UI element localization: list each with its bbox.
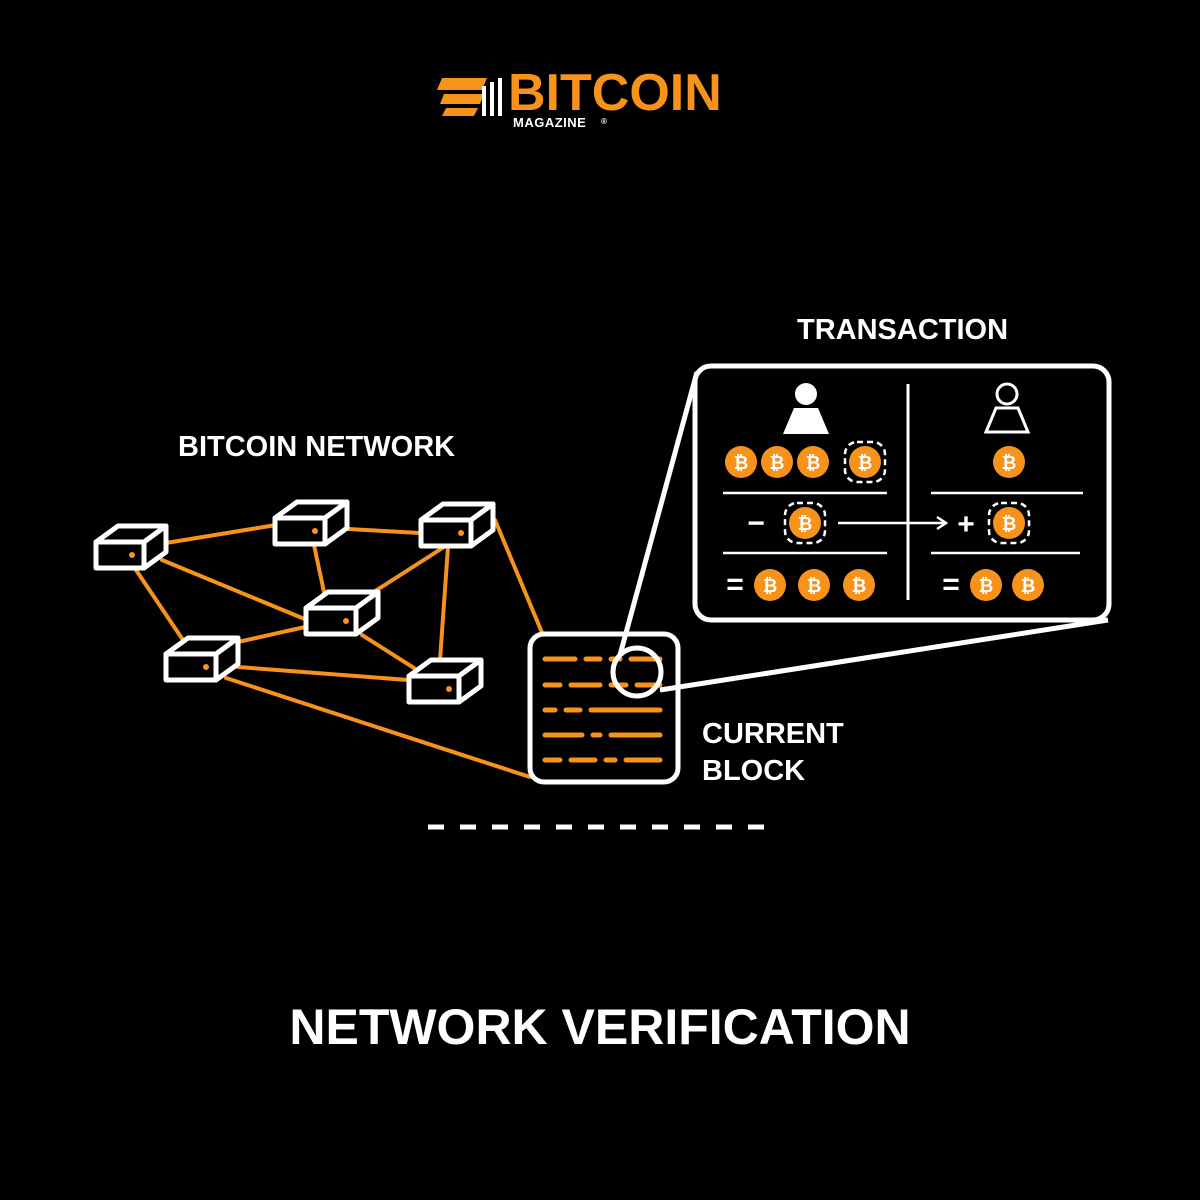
- bitcoin-coin-icon: ₿: [843, 569, 875, 601]
- current-block: [527, 631, 681, 785]
- server-node-icon: [406, 657, 484, 705]
- bitcoin-coin-icon: ₿: [1012, 569, 1044, 601]
- bitcoin-coin-icon: ₿: [993, 446, 1025, 478]
- page-title: NETWORK VERIFICATION: [289, 999, 910, 1055]
- server-node-icon: [418, 501, 496, 549]
- transaction-panel: ₿ ₿ ₿ ₿ ₿ − ₿ + ₿ = ₿ ₿ ₿ = ₿ ₿: [692, 363, 1112, 623]
- bitcoin-coin-icon: ₿: [797, 446, 829, 478]
- bitcoin-magazine-logo: BITCOIN MAGAZINE ®: [437, 64, 722, 130]
- received-coin-outline: [987, 501, 1031, 545]
- sender-holding-coins: ₿ ₿ ₿ ₿: [725, 440, 887, 484]
- bitcoin-coin-icon: ₿: [761, 446, 793, 478]
- bitcoin-coin-icon: ₿: [754, 569, 786, 601]
- svg-text:₿: ₿: [1002, 453, 1017, 473]
- svg-text:₿: ₿: [1021, 576, 1036, 596]
- svg-text:₿: ₿: [770, 453, 785, 473]
- equals-sign-sender: =: [726, 568, 744, 601]
- bitcoin-network-label: BITCOIN NETWORK: [178, 431, 455, 463]
- svg-text:₿: ₿: [734, 453, 749, 473]
- person-outline-icon: [983, 382, 1031, 434]
- server-node-icon: [272, 499, 350, 547]
- bitcoin-coin-icon: ₿: [970, 569, 1002, 601]
- bitcoin-coin-icon: ₿: [993, 507, 1025, 539]
- zoom-circle: [610, 645, 664, 699]
- equals-sign-receiver: =: [942, 568, 960, 601]
- svg-text:₿: ₿: [979, 576, 994, 596]
- transaction-label: TRANSACTION: [797, 314, 1008, 346]
- logo-subtitle: MAGAZINE: [513, 115, 586, 130]
- svg-text:₿: ₿: [852, 576, 867, 596]
- svg-text:₿: ₿: [1002, 514, 1017, 534]
- current-block-label-line1: CURRENT: [702, 718, 844, 750]
- svg-text:₿: ₿: [798, 514, 813, 534]
- network-nodes: [93, 499, 496, 705]
- selected-coin-outline: [843, 440, 887, 484]
- server-node-icon: [303, 589, 381, 637]
- logo-wordmark: BITCOIN: [508, 64, 722, 122]
- plus-sign: +: [957, 508, 975, 541]
- minus-sign: −: [747, 507, 765, 540]
- bitcoin-coin-icon: ₿: [798, 569, 830, 601]
- current-block-label-line2: BLOCK: [702, 755, 805, 787]
- server-node-icon: [93, 523, 169, 571]
- person-filled-icon: [783, 383, 829, 434]
- bitcoin-coin-icon: ₿: [849, 446, 881, 478]
- bitcoin-coin-icon: ₿: [725, 446, 757, 478]
- bitcoin-coin-icon: ₿: [789, 507, 821, 539]
- svg-text:₿: ₿: [858, 453, 873, 473]
- svg-text:₿: ₿: [806, 453, 821, 473]
- network-connections: [132, 518, 545, 779]
- sent-coin-outline: [783, 501, 827, 545]
- logo-registered-mark: ®: [601, 117, 607, 126]
- transfer-arrow-icon: [838, 515, 949, 531]
- bitcoin-magazine-stripes-icon: [437, 78, 502, 116]
- server-node-icon: [163, 635, 241, 683]
- svg-text:₿: ₿: [807, 576, 822, 596]
- zoom-connector-lines: [617, 371, 1109, 693]
- svg-text:₿: ₿: [763, 576, 778, 596]
